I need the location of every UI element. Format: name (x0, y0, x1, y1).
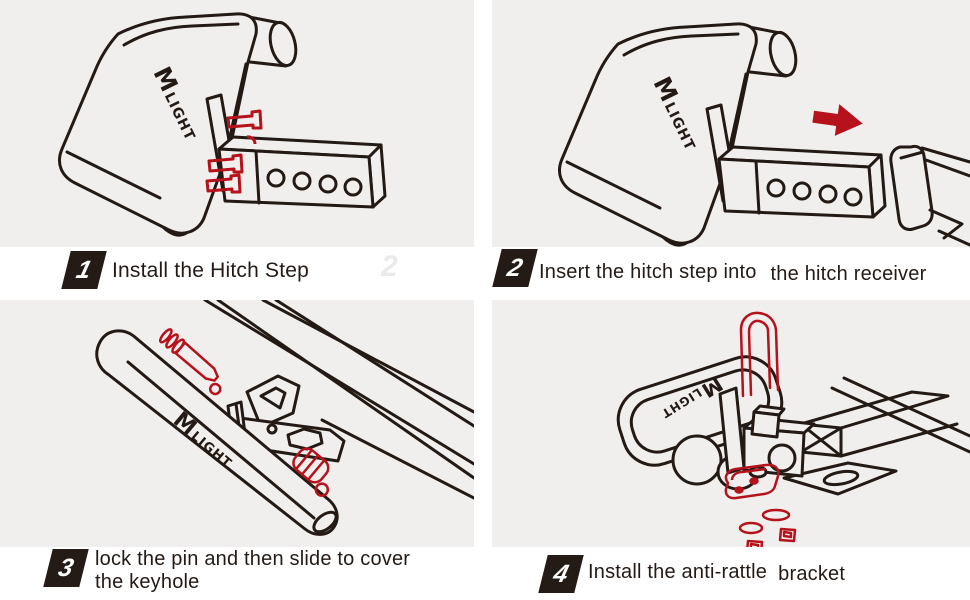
step-caption-1: Install the Hitch Step (112, 259, 309, 282)
keyhole-slot (286, 427, 324, 451)
lock-cylinder-icon (292, 447, 330, 497)
step-number-badge-3: 3 (43, 549, 89, 587)
panel-step-4: MLIGHT (492, 300, 970, 547)
receiver-plate (889, 144, 934, 231)
red-bolts-icon (205, 109, 263, 194)
tube-end-cap (671, 434, 723, 486)
hitch-step-with-bolts-illustration: MLIGHT (58, 12, 387, 237)
step-number-badge-1: 1 (61, 251, 107, 289)
hitch-clip-icon (739, 311, 780, 398)
bolt-tip-icon (246, 135, 257, 145)
step-body-outline (58, 12, 258, 235)
hitch-step-into-receiver-illustration: MLIGHT (558, 22, 970, 247)
panel-step-2: MLIGHT (492, 0, 970, 247)
tube-hole (292, 171, 312, 191)
tube-hole (343, 177, 363, 197)
frame-rail (203, 300, 474, 466)
bolt-icon (207, 153, 244, 174)
nut-icon (746, 539, 764, 547)
anti-rattle-bracket-illustration: MLIGHT (616, 311, 970, 547)
tube-hole (792, 181, 812, 201)
frame-rail (261, 300, 474, 414)
washer-icon (761, 508, 791, 522)
hitch-receiver (889, 144, 970, 247)
anti-rattle-clamp (750, 410, 781, 439)
panel-step-1: MLIGHT (0, 0, 474, 247)
receiver-tube (799, 390, 959, 458)
bolt-icon (226, 109, 263, 130)
tube-end-cap (768, 30, 798, 78)
bracket-hole (266, 423, 278, 435)
safety-chain-plate (782, 461, 898, 496)
tube-hole (318, 174, 338, 194)
tube-hole (818, 184, 838, 204)
step-body-outline (558, 22, 758, 245)
ghost-step-number: 2 (381, 250, 398, 283)
tube-hole (266, 168, 286, 188)
lock-pin-keyhole-illustration: MLIGHT (95, 300, 474, 536)
washers-and-nuts-icon (738, 508, 797, 547)
arrow-right-icon (812, 104, 863, 136)
frame-rail (320, 418, 474, 500)
step-number-badge-4: 4 (538, 555, 584, 593)
pin-head (767, 443, 797, 473)
bolt-icon (205, 173, 242, 194)
frame-rail (274, 300, 474, 428)
tube-hole (766, 178, 786, 198)
frame-rail (216, 300, 474, 480)
tube-hole (843, 187, 863, 207)
anti-rattle-bracket-icon (724, 463, 780, 500)
hitch-pin-icon (159, 328, 222, 396)
tube-end-cap (268, 20, 298, 68)
step-caption-3: lock the pin and then slide to cover the… (95, 548, 411, 593)
washer-icon (738, 521, 764, 535)
nut-icon (778, 527, 797, 543)
step-number-badge-2: 2 (492, 249, 538, 287)
bar-end-cap (312, 510, 338, 534)
panel-step-3: MLIGHT (0, 300, 474, 547)
